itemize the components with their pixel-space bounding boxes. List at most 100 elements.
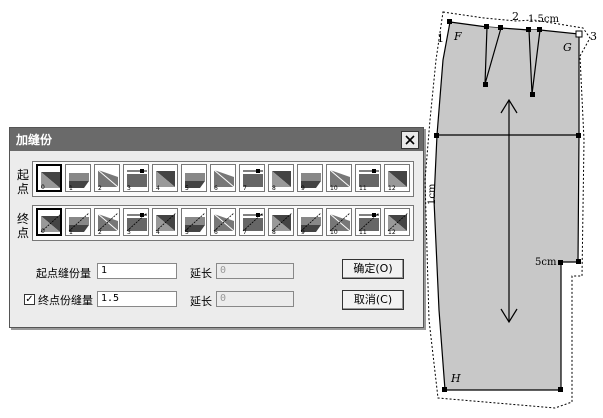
corner-style-number: 6 [214,185,218,192]
end-corner-style-button-12[interactable]: 12 [384,208,410,236]
corner-style-number: 11 [359,185,367,192]
corner-style-number: 8 [272,185,276,192]
corner-style-icon [301,173,321,188]
end-allowance-input[interactable]: 1.5 [97,291,177,307]
start-corner-style-button-9[interactable]: 9 [297,164,323,192]
label-h: H [451,372,461,385]
corner-style-icon [97,212,119,232]
corner-style-icon [388,171,407,187]
start-corner-style-button-2[interactable]: 2 [94,164,120,192]
corner-style-number: 10 [330,229,338,236]
corner-style-icon [329,169,351,188]
label-2: 2 [512,10,519,23]
corner-style-number: 10 [330,185,338,192]
corner-style-number: 5 [185,229,189,236]
grainline-arrow-top-icon [500,98,518,114]
end-corner-style-button-9[interactable]: 9 [297,208,323,236]
corner-style-icon [329,212,351,232]
corner-style-icon [213,169,235,188]
corner-style-number: 8 [272,229,276,236]
start-corner-style-button-7[interactable]: 7 [239,164,265,192]
pattern-piece [433,21,580,391]
start-corner-style-button-3[interactable]: 3 [123,164,149,192]
grainline-arrow-bottom-icon [500,308,518,324]
corner-marker-g [575,30,583,38]
corner-style-icon [184,212,206,232]
corner-style-icon [156,171,175,187]
corner-style-number: 2 [98,185,102,192]
corner-style-number: 7 [243,229,247,236]
corner-style-number: 0 [41,228,45,235]
cancel-button[interactable]: 取消(C) [342,290,404,310]
label-5cm: 5cm [535,257,557,268]
end-corner-style-button-0[interactable]: 0 [36,208,62,236]
corner-style-number: 12 [388,229,396,236]
end-corner-style-button-1[interactable]: 1 [65,208,91,236]
start-corner-style-button-4[interactable]: 4 [152,164,178,192]
corner-style-icon [272,171,291,187]
corner-style-number: 0 [41,184,45,191]
start-point-label: 起点 [17,168,30,196]
label-1-5cm: 1.5cm [528,14,559,25]
corner-style-icon [97,169,119,188]
end-corner-style-button-4[interactable]: 4 [152,208,178,236]
corner-style-icon [185,173,205,188]
end-corner-style-button-2[interactable]: 2 [94,208,120,236]
corner-style-number: 12 [388,185,396,192]
start-allowance-input[interactable]: 1 [97,263,177,279]
ok-button[interactable]: 确定(O) [342,259,404,279]
start-corner-style-button-6[interactable]: 6 [210,164,236,192]
corner-style-icon [243,169,263,187]
close-icon [405,135,415,145]
start-corner-style-button-10[interactable]: 10 [326,164,352,192]
label-3: 3 [590,30,597,43]
corner-style-icon [155,212,177,232]
corner-style-number: 2 [98,229,102,236]
end-corner-style-button-3[interactable]: 3 [123,208,149,236]
corner-style-number: 7 [243,185,247,192]
start-corner-style-button-12[interactable]: 12 [384,164,410,192]
extend-start-input[interactable]: 0 [216,263,294,279]
start-corner-style-button-0[interactable]: 0 [36,164,62,192]
close-button[interactable] [401,131,419,149]
corner-style-number: 6 [214,229,218,236]
corner-style-number: 4 [156,229,160,236]
corner-style-icon [41,172,60,188]
corner-style-number: 3 [127,185,131,192]
corner-style-icon [271,212,293,232]
start-corner-style-button-5[interactable]: 5 [181,164,207,192]
extend-end-input[interactable]: 0 [216,291,294,307]
corner-style-number: 3 [127,229,131,236]
corner-style-number: 1 [69,229,73,236]
dialog-titlebar: 加缝份 [10,128,423,151]
start-corner-style-button-11[interactable]: 11 [355,164,381,192]
end-corner-style-button-6[interactable]: 6 [210,208,236,236]
corner-style-number: 1 [69,185,73,192]
corner-style-icon [387,212,409,232]
end-allowance-checkbox[interactable]: ✓ [24,294,35,305]
corner-style-icon [213,212,235,232]
label-1cm: 1cm [427,183,438,205]
end-corner-style-button-5[interactable]: 5 [181,208,207,236]
end-corner-style-button-8[interactable]: 8 [268,208,294,236]
start-allowance-label: 起点缝份量 [36,267,91,280]
corner-style-icon [359,169,379,187]
end-point-label: 终点 [17,212,30,240]
end-corner-style-button-10[interactable]: 10 [326,208,352,236]
label-f: F [454,30,462,43]
end-corner-style-button-11[interactable]: 11 [355,208,381,236]
corner-style-number: 9 [301,185,305,192]
anchor-points [434,19,581,392]
corner-style-icon [69,173,89,188]
corner-style-number: 11 [359,229,367,236]
corner-style-icon [127,169,147,187]
start-corner-style-button-8[interactable]: 8 [268,164,294,192]
label-g: G [563,41,572,54]
start-corner-style-button-1[interactable]: 1 [65,164,91,192]
corner-style-icon [40,213,62,233]
end-corner-style-button-7[interactable]: 7 [239,208,265,236]
